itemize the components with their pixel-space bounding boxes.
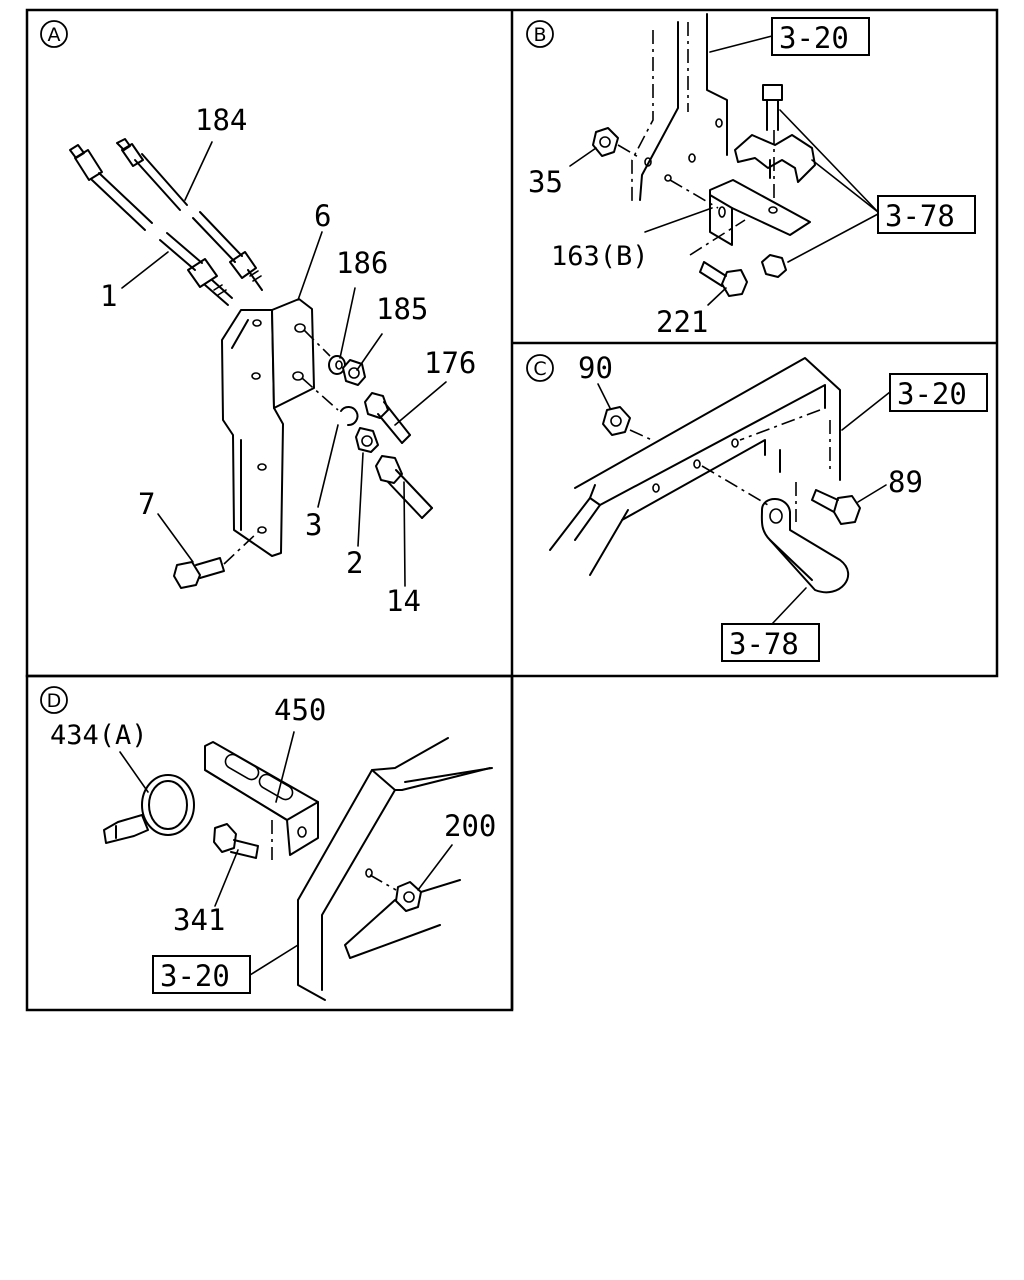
- ref-3-20-b[interactable]: 3-20: [779, 21, 849, 55]
- clamp-3-78: [734, 84, 816, 278]
- pipe-176: [364, 392, 411, 444]
- label-186: 186: [336, 246, 388, 280]
- label-2: 2: [346, 546, 363, 580]
- label-221: 221: [656, 305, 708, 339]
- panel-c-letter: C: [533, 358, 546, 380]
- ref-box-3-20-b: [771, 17, 870, 56]
- panel-c: C: [526, 351, 988, 662]
- panel-a: A: [40, 20, 476, 618]
- panel-a-letter-badge: A: [40, 20, 68, 48]
- panel-c-leaders: [597, 383, 891, 625]
- label-163-b: 163(B): [551, 241, 649, 272]
- label-341: 341: [173, 903, 225, 937]
- ref-3-20-d[interactable]: 3-20: [160, 959, 230, 993]
- label-434-a: 434(A): [50, 720, 148, 751]
- frame-3-20-b: [631, 13, 728, 205]
- panel-b-letter: B: [533, 24, 546, 46]
- panel-d-letter-badge: D: [40, 686, 68, 714]
- bolt-7: [173, 531, 259, 589]
- panel-b-letter-badge: B: [526, 20, 554, 48]
- label-200: 200: [444, 809, 496, 843]
- p-clamp-3-78: [701, 465, 850, 594]
- panel-d-leaders: [119, 731, 453, 976]
- nut-200: [369, 874, 422, 912]
- panel-b: B: [526, 13, 976, 339]
- panel-a-leaders: [121, 141, 447, 587]
- label-14: 14: [386, 584, 421, 618]
- bolt-89: [795, 482, 861, 525]
- nut-2: [355, 427, 379, 453]
- panel-borders: [25, 8, 999, 1012]
- label-1: 1: [100, 279, 117, 313]
- frame-3-20-d: [297, 737, 493, 1001]
- panel-d: D: [40, 686, 496, 1001]
- panel-a-letter: A: [48, 24, 61, 46]
- bracket-163-b: [669, 179, 811, 246]
- assembly-line-lower: [301, 377, 339, 411]
- label-184: 184: [195, 103, 247, 137]
- bracket-450: [204, 741, 319, 860]
- ref-3-20-c[interactable]: 3-20: [897, 377, 967, 411]
- label-176: 176: [424, 346, 476, 380]
- bolt-341: [213, 823, 259, 859]
- assembly-line-upper: [303, 329, 331, 357]
- ref-3-78-b[interactable]: 3-78: [885, 199, 955, 233]
- rod-184: [116, 138, 263, 291]
- ref-box-3-20-d: [152, 955, 251, 994]
- panel-c-letter-badge: C: [526, 354, 554, 382]
- label-6: 6: [314, 199, 331, 233]
- label-185: 185: [376, 292, 428, 326]
- label-90: 90: [578, 351, 613, 385]
- panel-b-leaders: [569, 35, 879, 306]
- clip-3: [340, 406, 359, 427]
- band-434-a: [103, 774, 195, 844]
- label-35: 35: [528, 165, 563, 199]
- bracket-6: [221, 298, 315, 557]
- nut-90: [602, 406, 653, 441]
- frame-3-20-c: [549, 357, 841, 576]
- bolt-221: [689, 219, 748, 297]
- ref-box-3-78-c: [721, 623, 820, 662]
- ref-box-3-78-b: [877, 195, 976, 234]
- label-7: 7: [138, 487, 155, 521]
- ref-3-78-c[interactable]: 3-78: [729, 627, 799, 661]
- label-450: 450: [274, 693, 326, 727]
- label-3: 3: [305, 508, 322, 542]
- nut-35: [592, 127, 641, 159]
- label-89: 89: [888, 465, 923, 499]
- panel-d-letter: D: [47, 690, 62, 712]
- ref-box-3-20-c: [889, 373, 988, 412]
- pipe-14: [375, 455, 433, 519]
- rod-1: [69, 144, 233, 306]
